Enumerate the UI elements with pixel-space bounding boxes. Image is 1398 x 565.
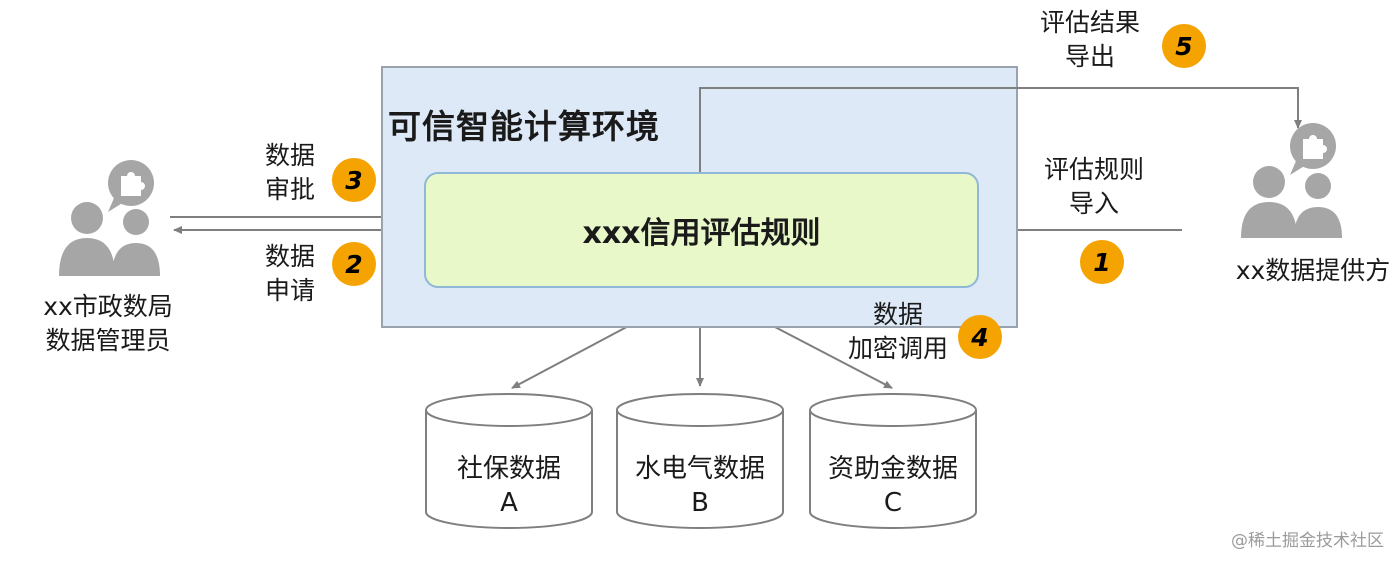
step-badge-5: 5 (1162, 24, 1206, 68)
admin-label: xx市政数局 数据管理员 (28, 290, 188, 358)
step-text-line: 数据 (872, 300, 923, 329)
credit-rule-box[interactable]: xxx信用评估规则 (424, 172, 979, 288)
step-badge-2: 2 (332, 242, 376, 286)
environment-title: 可信智能计算环境 (388, 107, 660, 146)
step-text-line: 导入 (1068, 189, 1119, 218)
database-cylinder-icon (809, 393, 977, 529)
database-a[interactable]: 社保数据 A (426, 452, 592, 520)
database-letter: C (883, 488, 903, 518)
database-b[interactable]: 水电气数据 B (617, 452, 783, 520)
step-result-export-text: 评估结果 导出 (1026, 6, 1154, 74)
database-cylinder-icon (616, 393, 784, 529)
person-group-icon (59, 202, 160, 276)
step-text-line: 数据 (264, 141, 315, 170)
database-name: 资助金数据 (827, 454, 958, 484)
step-text-line: 加密调用 (847, 334, 948, 363)
step-rule-import-text: 评估规则 导入 (1030, 153, 1158, 221)
database-letter: A (500, 488, 518, 518)
step-text-line: 审批 (264, 175, 315, 204)
database-name: 社保数据 (456, 454, 561, 484)
database-cylinder-icon (425, 393, 593, 529)
step-text-line: 导出 (1064, 42, 1115, 71)
puzzle-speech-icon (108, 160, 154, 212)
step-approval-text: 数据 审批 (250, 139, 330, 207)
step-badge-3: 3 (332, 158, 376, 202)
admin-label-line1: xx市政数局 (43, 292, 173, 321)
step-text-line: 数据 (264, 242, 315, 271)
step-request-text: 数据 申请 (250, 240, 330, 308)
puzzle-speech-icon (1290, 123, 1336, 175)
person-group-icon (1241, 166, 1342, 238)
credit-rule-label: xxx信用评估规则 (582, 216, 821, 251)
step-badge-1: 1 (1080, 240, 1124, 284)
provider-label: xx数据提供方 (1235, 256, 1391, 285)
database-name: 水电气数据 (634, 454, 765, 484)
database-c[interactable]: 资助金数据 C (810, 452, 976, 520)
step-text-line: 申请 (264, 276, 315, 305)
step-badge-4: 4 (958, 315, 1002, 359)
admin-label-line2: 数据管理员 (45, 326, 171, 355)
watermark: @稀土掘金技术社区 (1231, 531, 1384, 551)
step-encrypted-call-text: 数据 加密调用 (834, 298, 962, 366)
step-text-line: 评估结果 (1039, 8, 1140, 37)
step-text-line: 评估规则 (1043, 155, 1144, 184)
database-letter: B (691, 488, 709, 518)
